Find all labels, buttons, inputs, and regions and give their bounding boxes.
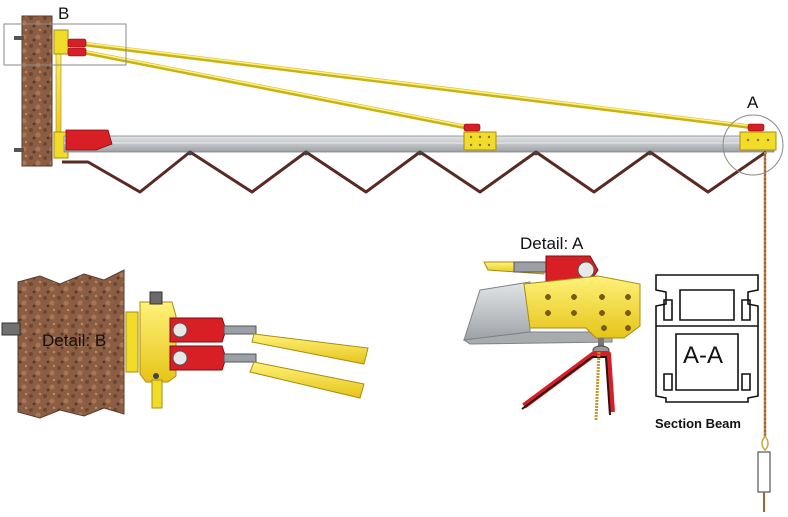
callout-a-circle	[722, 114, 784, 176]
section-mark-label: A-A	[683, 342, 723, 369]
detail-b-bracket	[139, 301, 177, 383]
wall-bolts	[14, 36, 24, 152]
rod-fittings-beam	[463, 123, 765, 132]
detail-b-clevises	[169, 317, 257, 371]
callout-b-label: B	[58, 4, 69, 23]
detail-a-label: Detail: A	[520, 234, 584, 253]
detail-a-beam	[463, 281, 531, 341]
rod-fittings-wall	[67, 38, 87, 57]
detail-b-rock	[17, 269, 125, 419]
detail-a-cable	[522, 351, 615, 413]
detail-a-view: Detail: A	[462, 234, 641, 421]
callout-b-frame	[3, 23, 127, 66]
cable-trolleys	[187, 150, 653, 156]
upper-wall-bracket	[53, 29, 69, 55]
detail-b-rod-lower	[249, 361, 365, 399]
rope-hook	[761, 435, 769, 452]
main-view: B A	[3, 4, 784, 512]
section-lower-cavity	[675, 333, 739, 391]
section-a-a-view	[655, 274, 759, 403]
festoon-cable	[62, 150, 767, 194]
detail-b-label: Detail: B	[42, 331, 106, 350]
mid-yellow-plate	[463, 131, 497, 151]
callout-a-label: A	[747, 93, 759, 112]
section-upper-cavity	[679, 289, 735, 321]
detail-b-view: Detail: B	[1, 269, 369, 419]
rock-wall	[21, 15, 53, 167]
section-caption: Section Beam	[655, 416, 741, 431]
detail-a-end-plate	[523, 275, 641, 339]
tie-rods	[81, 41, 763, 131]
detail-a-chain	[594, 351, 601, 421]
detail-b-rod-upper	[251, 333, 369, 365]
rope-pendant	[757, 451, 771, 493]
wall-end-bracket	[65, 129, 113, 151]
detail-a-plate-bolts	[545, 294, 631, 331]
detail-b-bolt	[1, 322, 21, 336]
main-beam	[63, 135, 775, 153]
